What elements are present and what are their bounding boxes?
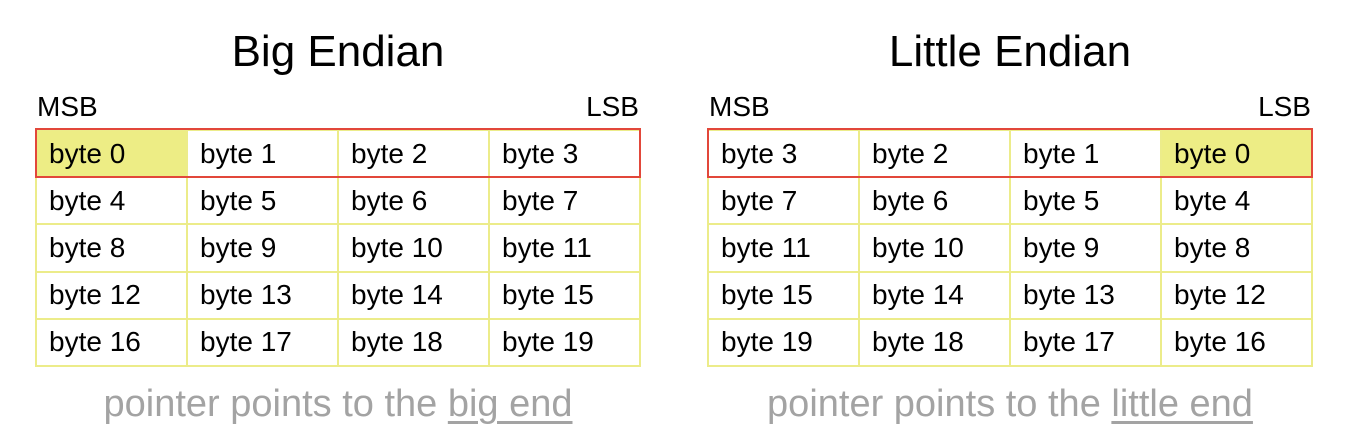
big-endian-cell-row0-col0: byte 0 <box>37 131 188 179</box>
little-endian-lsb-label: LSB <box>1258 91 1311 122</box>
little-endian-cell-row2-col3: byte 8 <box>1162 225 1313 273</box>
little-endian-cell-row2-col2: byte 9 <box>1011 225 1162 273</box>
little-endian-title: Little Endian <box>888 27 1132 76</box>
little-endian-cell-row3-col1: byte 14 <box>860 272 1011 320</box>
little-endian-cell-row3-col0: byte 15 <box>709 272 860 320</box>
big-endian-cell-row2-col1: byte 9 <box>188 225 339 273</box>
big-endian-caption-prefix: pointer points to the <box>103 383 448 425</box>
little-endian-cell-row1-col2: byte 5 <box>1011 178 1162 226</box>
little-endian-caption: pointer points to the little end <box>707 380 1313 428</box>
big-endian-cell-row3-col0: byte 12 <box>37 272 188 320</box>
big-endian-msb-label: MSB <box>37 91 98 122</box>
little-endian-cell-row4-col2: byte 17 <box>1011 319 1162 367</box>
big-endian-cell-row2-col3: byte 11 <box>490 225 641 273</box>
little-endian-msb-label: MSB <box>709 91 770 122</box>
big-endian-cell-row4-col1: byte 17 <box>188 319 339 367</box>
big-endian-cell-row0-col1: byte 1 <box>188 131 339 179</box>
big-endian-caption: pointer points to the big end <box>35 380 641 428</box>
little-endian-cell-row1-col1: byte 6 <box>860 178 1011 226</box>
little-endian-cell-row4-col0: byte 19 <box>709 319 860 367</box>
big-endian-lsb-label: LSB <box>586 91 639 122</box>
little-endian-cell-row4-col3: byte 16 <box>1162 319 1313 367</box>
big-endian-cell-row3-col3: byte 15 <box>490 272 641 320</box>
big-endian-cell-row2-col2: byte 10 <box>339 225 490 273</box>
little-endian-cell-row0-col1: byte 2 <box>860 131 1011 179</box>
little-endian-caption-emphasis: little end <box>1111 383 1253 425</box>
little-endian-cell-row2-col0: byte 11 <box>709 225 860 273</box>
little-endian-cell-row0-col2: byte 1 <box>1011 131 1162 179</box>
big-endian-cell-row1-col1: byte 5 <box>188 178 339 226</box>
big-endian-cell-row3-col1: byte 13 <box>188 272 339 320</box>
little-endian-cell-row1-col0: byte 7 <box>709 178 860 226</box>
big-endian-cell-row4-col2: byte 18 <box>339 319 490 367</box>
little-endian-cell-row1-col3: byte 4 <box>1162 178 1313 226</box>
big-endian-cell-row1-col2: byte 6 <box>339 178 490 226</box>
big-endian-cell-row4-col0: byte 16 <box>37 319 188 367</box>
big-endian-cell-row1-col3: byte 7 <box>490 178 641 226</box>
big-endian-cell-row2-col0: byte 8 <box>37 225 188 273</box>
little-endian-cell-row3-col3: byte 12 <box>1162 272 1313 320</box>
big-endian-cell-row3-col2: byte 14 <box>339 272 490 320</box>
big-endian-cell-row0-col2: byte 2 <box>339 131 490 179</box>
little-endian-cell-row0-col3: byte 0 <box>1162 131 1313 179</box>
little-endian-cell-row2-col1: byte 10 <box>860 225 1011 273</box>
little-endian-cell-row3-col2: byte 13 <box>1011 272 1162 320</box>
big-endian-caption-emphasis: big end <box>447 383 573 425</box>
big-endian-cell-row1-col0: byte 4 <box>37 178 188 226</box>
little-endian-cell-row4-col1: byte 18 <box>860 319 1011 367</box>
big-endian-title: Big Endian <box>231 27 445 76</box>
big-endian-cell-row4-col3: byte 19 <box>490 319 641 367</box>
big-endian-cell-row0-col3: byte 3 <box>490 131 641 179</box>
little-endian-caption-prefix: pointer points to the <box>767 383 1112 425</box>
little-endian-cell-row0-col0: byte 3 <box>709 131 860 179</box>
